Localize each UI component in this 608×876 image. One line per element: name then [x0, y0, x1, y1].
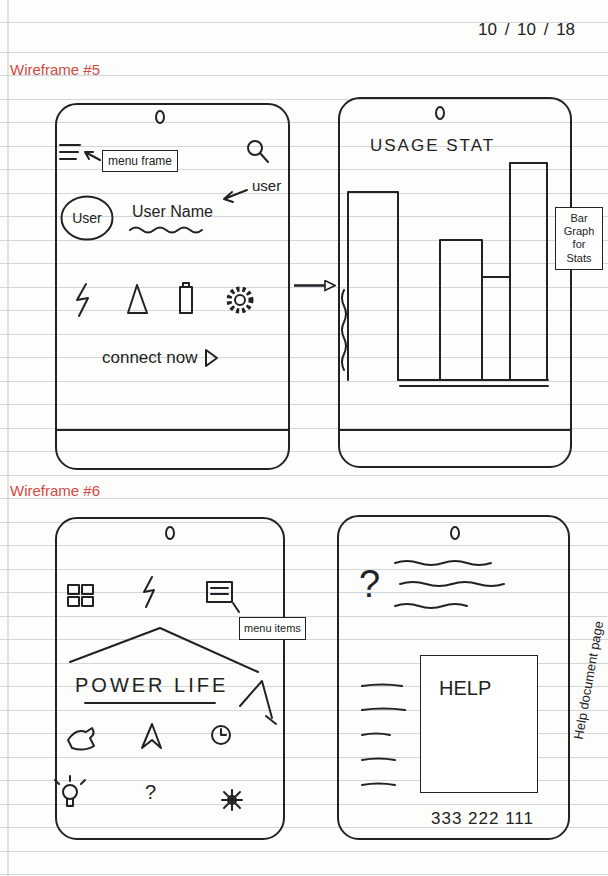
text-line [362, 685, 402, 687]
date-label: 10 / 10 / 18 [478, 20, 575, 39]
phone-frame: User Name user connect now menu frameUser [55, 103, 290, 470]
text-slot: USAGE STAT [370, 136, 495, 156]
leader-arrow [85, 152, 100, 160]
burst-center [228, 796, 236, 804]
text-line [362, 709, 405, 711]
phone-frame: ? 333 222 111 HELP [337, 515, 570, 840]
bar [510, 163, 547, 380]
label-slot: 10 / 10 / 18 [478, 20, 575, 40]
arrow-icon [142, 724, 161, 748]
avatar-circle: User [60, 195, 114, 241]
text-slot: user [252, 177, 281, 195]
margin-note: Help document page [571, 620, 607, 741]
box-text: User [72, 210, 102, 227]
screen-text: user [252, 177, 281, 194]
screen-text: ? [145, 781, 156, 803]
grid-icon [68, 597, 79, 606]
document-icon [207, 582, 232, 602]
clock-hands [221, 729, 226, 735]
box-text: menu frame [108, 154, 172, 168]
bottom-bar [340, 429, 570, 431]
bottom-bar [57, 429, 288, 431]
bulb-icon [63, 785, 77, 799]
phone-frame: POWER LIFE?menu items [55, 517, 285, 840]
phone-a-details [57, 111, 288, 430]
play-icon [206, 350, 217, 366]
text-line [362, 784, 395, 786]
battery-icon [180, 287, 192, 313]
roof-shape [70, 628, 258, 672]
screen-text: ? [359, 563, 380, 605]
text-squiggle [395, 561, 491, 565]
label-slot: Help document page [569, 619, 608, 740]
screen-text: connect now [102, 348, 197, 367]
hand-icon [68, 728, 94, 750]
tool-icon [240, 681, 276, 724]
bar [440, 240, 482, 380]
grid-icon [68, 585, 79, 594]
text-squiggle [400, 582, 504, 586]
text-slot: ? [145, 781, 156, 804]
screen-text: POWER LIFE [75, 674, 228, 696]
text-slot: connect now [102, 348, 197, 368]
camera-dot [436, 107, 444, 119]
phone-frame: USAGE STAT [338, 97, 572, 468]
ellipse-shape [62, 197, 113, 240]
screen-text: USAGE STAT [370, 136, 495, 155]
search-handle [260, 153, 268, 162]
grid-icon [82, 597, 93, 606]
camera-dot [451, 527, 459, 539]
screen-text: 333 222 111 [431, 809, 534, 828]
section-heading: Wireframe #5 [10, 61, 100, 78]
bulb-base [55, 776, 85, 806]
flow-arrow [294, 284, 334, 287]
battery-tip [183, 283, 189, 287]
lightning-icon [144, 577, 154, 607]
leader-line [233, 603, 239, 612]
text-line [362, 759, 395, 761]
box-text: HELP [439, 676, 519, 700]
label-slot: Wireframe #5 [10, 61, 100, 79]
box-text: menu items [244, 622, 301, 635]
gear-hub [235, 295, 245, 305]
camera-dot [156, 111, 164, 123]
title-underline [85, 702, 215, 704]
leader-arrow [224, 190, 247, 202]
hamburger-icon [60, 145, 80, 159]
callout-box: menu items [239, 617, 306, 640]
margin-line [7, 0, 9, 876]
box-text: Bar Graph for Stats [559, 212, 599, 265]
clock-icon [212, 726, 230, 744]
bar-step [482, 276, 510, 278]
text-squiggle [395, 604, 467, 608]
text-slot: ? [359, 563, 380, 607]
section-heading: Wireframe #6 [10, 482, 100, 499]
wavy-underline [130, 228, 202, 233]
label-slot: Wireframe #6 [10, 482, 100, 500]
text-slot: 333 222 111 [431, 809, 534, 829]
text-slot: User Name [132, 203, 213, 221]
chart-baseline [398, 380, 548, 386]
grid-icon [82, 585, 93, 594]
document-lines [211, 588, 228, 594]
burst-icon [222, 790, 242, 810]
phone-c-details [55, 527, 276, 810]
text-slot: POWER LIFE [75, 674, 228, 697]
lightning-icon [77, 284, 88, 316]
wavy-axis [342, 290, 346, 370]
screen-text: User Name [132, 203, 213, 220]
phone-b-details [340, 107, 570, 430]
camera-dot [166, 527, 174, 539]
triangle-icon [128, 285, 147, 313]
callout-box: Bar Graph for Stats [555, 207, 603, 270]
callout-box: menu frame [102, 150, 178, 172]
text-line [362, 734, 390, 736]
help-panel: HELP [420, 655, 538, 793]
bar [348, 192, 398, 380]
gear-icon [229, 289, 251, 311]
